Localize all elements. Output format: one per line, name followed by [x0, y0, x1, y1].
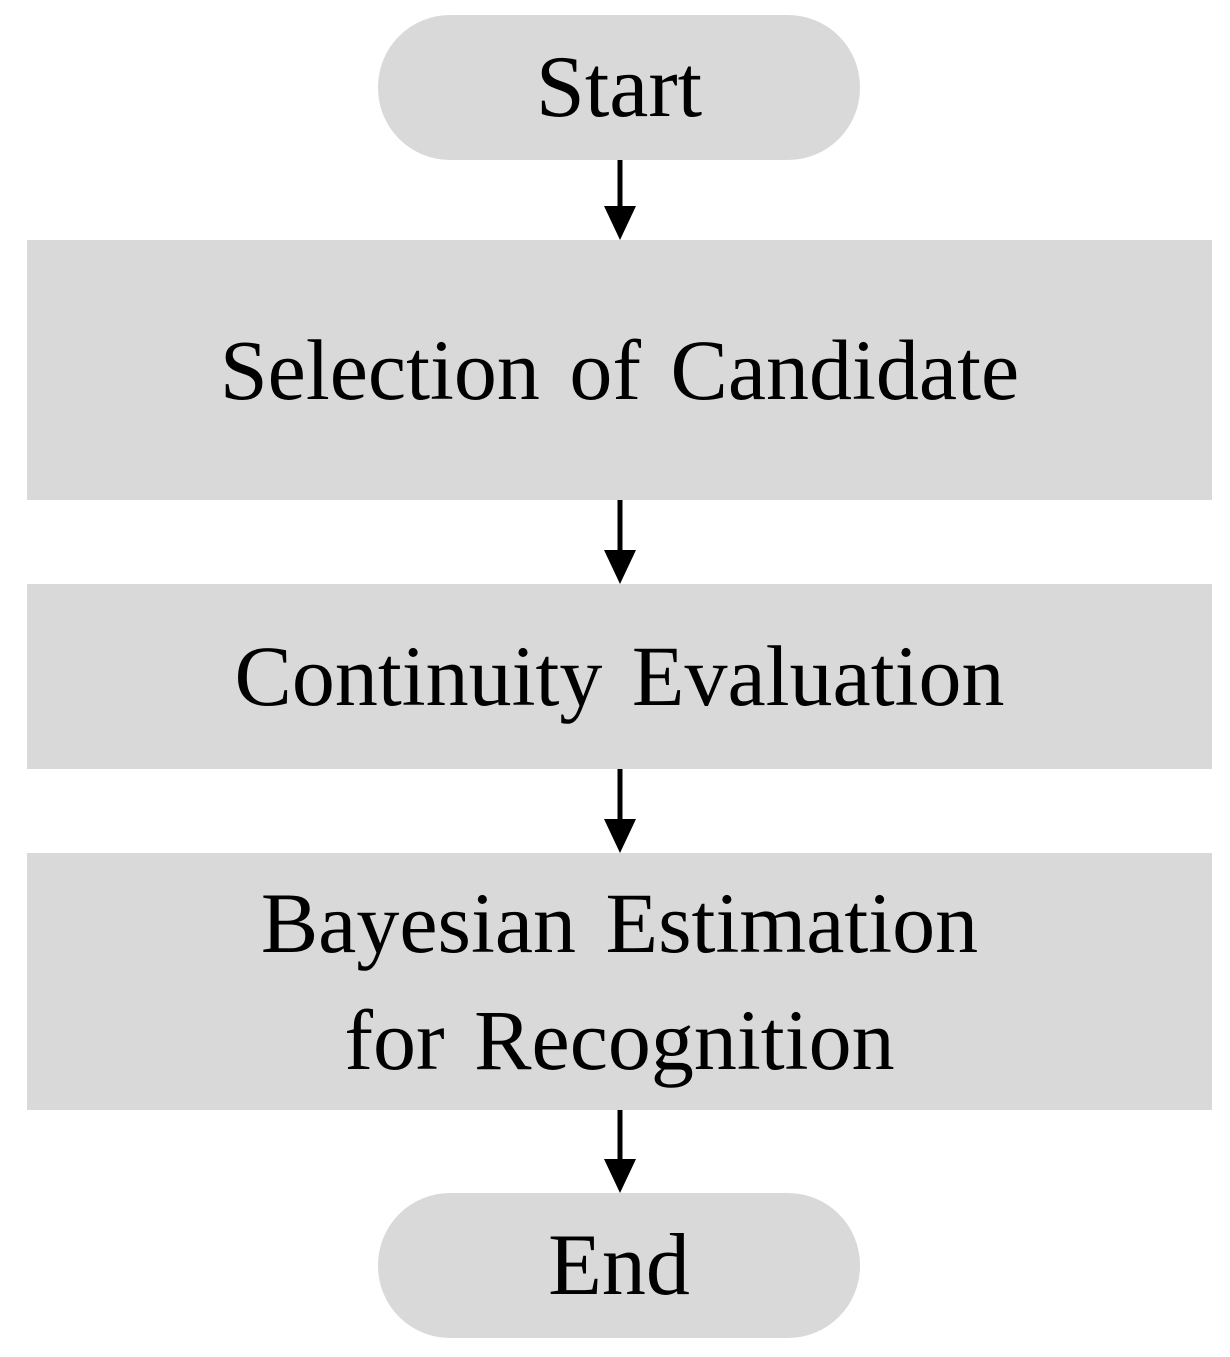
end-terminal: End	[378, 1193, 860, 1338]
bayesian-estimation-step: Bayesian Estimation for Recognition	[27, 853, 1212, 1110]
end-label: End	[548, 1217, 690, 1314]
start-terminal: Start	[378, 15, 860, 160]
arrow-start-to-selection	[604, 160, 636, 240]
arrow-bayesian-to-end	[604, 1110, 636, 1193]
start-label: Start	[535, 39, 703, 136]
continuity-evaluation-label: Continuity Evaluation	[234, 628, 1005, 725]
bayesian-estimation-label: Bayesian Estimation for Recognition	[260, 875, 979, 1088]
selection-of-candidate-step: Selection of Candidate	[27, 240, 1212, 500]
continuity-evaluation-step: Continuity Evaluation	[27, 584, 1212, 769]
arrow-continuity-to-bayesian	[604, 769, 636, 853]
arrow-selection-to-continuity	[604, 500, 636, 584]
selection-of-candidate-label: Selection of Candidate	[219, 321, 1020, 418]
